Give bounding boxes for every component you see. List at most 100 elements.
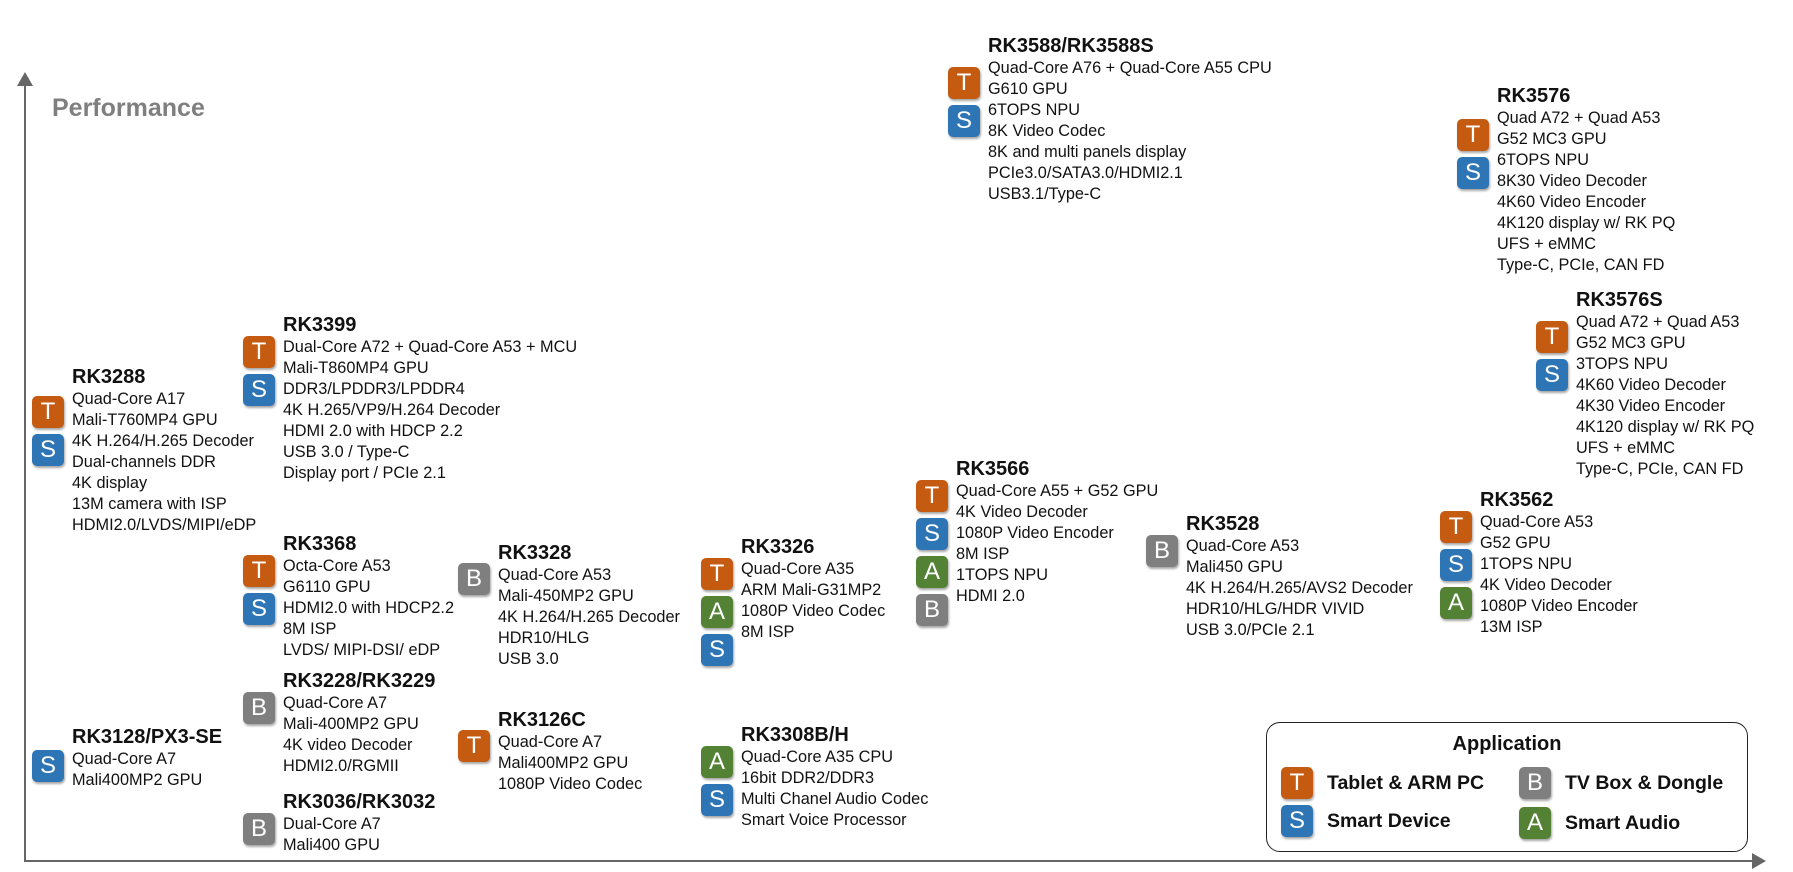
- chip-spec-line: 6TOPS NPU: [988, 101, 1080, 119]
- smart-device-badge-icon: S: [948, 105, 980, 137]
- chip-spec-line: 4K120 display w/ RK PQ: [1497, 214, 1676, 232]
- chip-spec-line: Smart Voice Processor: [741, 811, 907, 829]
- chip-badges: B: [1146, 535, 1180, 573]
- chip-spec-line: 4K30 Video Encoder: [1576, 397, 1726, 415]
- chip-name: RK3562: [1480, 489, 1554, 511]
- tablet-badge-icon: T: [1440, 511, 1472, 543]
- chip-spec-line: Quad-Core A7: [72, 750, 177, 768]
- chip-name: RK3566: [956, 458, 1030, 480]
- y-axis-arrow-icon: [17, 72, 33, 86]
- chip-spec-line: 1TOPS NPU: [956, 566, 1048, 584]
- chip-spec-line: 8K30 Video Decoder: [1497, 172, 1647, 190]
- chip-spec-line: HDMI 2.0: [956, 587, 1025, 605]
- chip-spec-line: G52 GPU: [1480, 534, 1551, 552]
- chip-spec-line: Quad-Core A53: [1480, 513, 1594, 531]
- tv-box-badge-icon: B: [458, 563, 490, 595]
- legend-title: Application: [1452, 733, 1562, 755]
- chip-spec-line: USB 3.0: [498, 650, 559, 668]
- chip-spec-line: HDMI 2.0 with HDCP 2.2: [283, 422, 463, 440]
- chip-badges: S: [32, 750, 66, 788]
- chip-spec-line: 13M ISP: [1480, 618, 1543, 636]
- chip-spec-line: 4K display: [72, 474, 148, 492]
- chip-name: RK3399: [283, 314, 357, 336]
- tv-box-badge-icon: B: [1519, 767, 1551, 799]
- chip-spec-line: Mali-T760MP4 GPU: [72, 411, 218, 429]
- tv-box-badge-icon: B: [1146, 535, 1178, 567]
- chip-spec-line: Quad-Core A7: [498, 733, 603, 751]
- chip-spec-line: Quad-Core A55 + G52 GPU: [956, 482, 1159, 500]
- legend-item-tv-box: B TV Box & Dongle: [1519, 767, 1723, 799]
- chip-spec-line: Quad-Core A35: [741, 560, 855, 578]
- tablet-badge-icon: T: [1457, 119, 1489, 151]
- chip-spec-line: G6110 GPU: [283, 578, 371, 596]
- application-legend: Application T Tablet & ARM PC S Smart De…: [1266, 722, 1748, 852]
- tablet-badge-icon: T: [243, 555, 275, 587]
- chip-spec-line: Quad-Core A17: [72, 390, 186, 408]
- smart-audio-badge-icon: A: [916, 556, 948, 588]
- chip-spec-line: 6TOPS NPU: [1497, 151, 1589, 169]
- smart-device-badge-icon: S: [701, 634, 733, 666]
- legend-label-tv-box: TV Box & Dongle: [1565, 771, 1724, 794]
- tablet-badge-icon: T: [948, 67, 980, 99]
- chip-spec-line: HDMI2.0/LVDS/MIPI/eDP: [72, 516, 257, 534]
- chip-name: RK3528: [1186, 513, 1260, 535]
- chip-spec-line: 4K Video Decoder: [956, 503, 1088, 521]
- smart-device-badge-icon: S: [1440, 549, 1472, 581]
- chip-badges: T: [458, 730, 492, 768]
- legend-label-tablet: Tablet & ARM PC: [1327, 771, 1485, 794]
- chip-spec-list: Quad-Core A55 + G52 GPU 4K Video Decoder 1…: [956, 481, 1158, 607]
- chip-spec-line: Type-C, PCIe, CAN FD: [1576, 460, 1744, 478]
- smart-device-badge-icon: S: [32, 750, 64, 782]
- chip-spec-line: Quad-Core A76 + Quad-Core A55 CPU: [988, 59, 1272, 77]
- tablet-badge-icon: T: [32, 396, 64, 428]
- tablet-badge-icon: T: [243, 336, 275, 368]
- chip-spec-line: Mali400 GPU: [283, 836, 380, 854]
- chip-spec-line: 8K Video Codec: [988, 122, 1106, 140]
- chip-spec-line: 4K H.264/H.265/AVS2 Decoder: [1186, 579, 1413, 597]
- smart-device-badge-icon: S: [1457, 157, 1489, 189]
- chip-spec-line: USB3.1/Type-C: [988, 185, 1102, 203]
- chip-spec-line: Display port / PCIe 2.1: [283, 464, 446, 482]
- chip-spec-line: Quad-Core A53: [1186, 537, 1300, 555]
- chip-spec-line: Quad A72 + Quad A53: [1576, 313, 1740, 331]
- chip-spec-line: ARM Mali-G31MP2: [741, 581, 882, 599]
- chip-spec-line: 4K120 display w/ RK PQ: [1576, 418, 1755, 436]
- smart-audio-badge-icon: A: [701, 746, 733, 778]
- chip-spec-line: UFS + eMMC: [1576, 439, 1676, 457]
- chip-spec-line: DDR3/LPDDR3/LPDDR4: [283, 380, 465, 398]
- chip-name: RK3328: [498, 542, 572, 564]
- chip-spec-line: 4K60 Video Decoder: [1576, 376, 1726, 394]
- chip-spec-line: Quad-Core A7: [283, 694, 388, 712]
- chip-spec-line: 1080P Video Encoder: [956, 524, 1114, 542]
- chip-spec-line: Octa-Core A53: [283, 557, 391, 575]
- chip-spec-line: USB 3.0/PCIe 2.1: [1186, 621, 1315, 639]
- tablet-badge-icon: T: [458, 730, 490, 762]
- chip-spec-line: Dual-Core A7: [283, 815, 381, 833]
- tablet-badge-icon: T: [1536, 321, 1568, 353]
- chip-name: RK3126C: [498, 709, 586, 731]
- chip-spec-line: G52 MC3 GPU: [1497, 130, 1607, 148]
- tv-box-badge-icon: B: [916, 594, 948, 626]
